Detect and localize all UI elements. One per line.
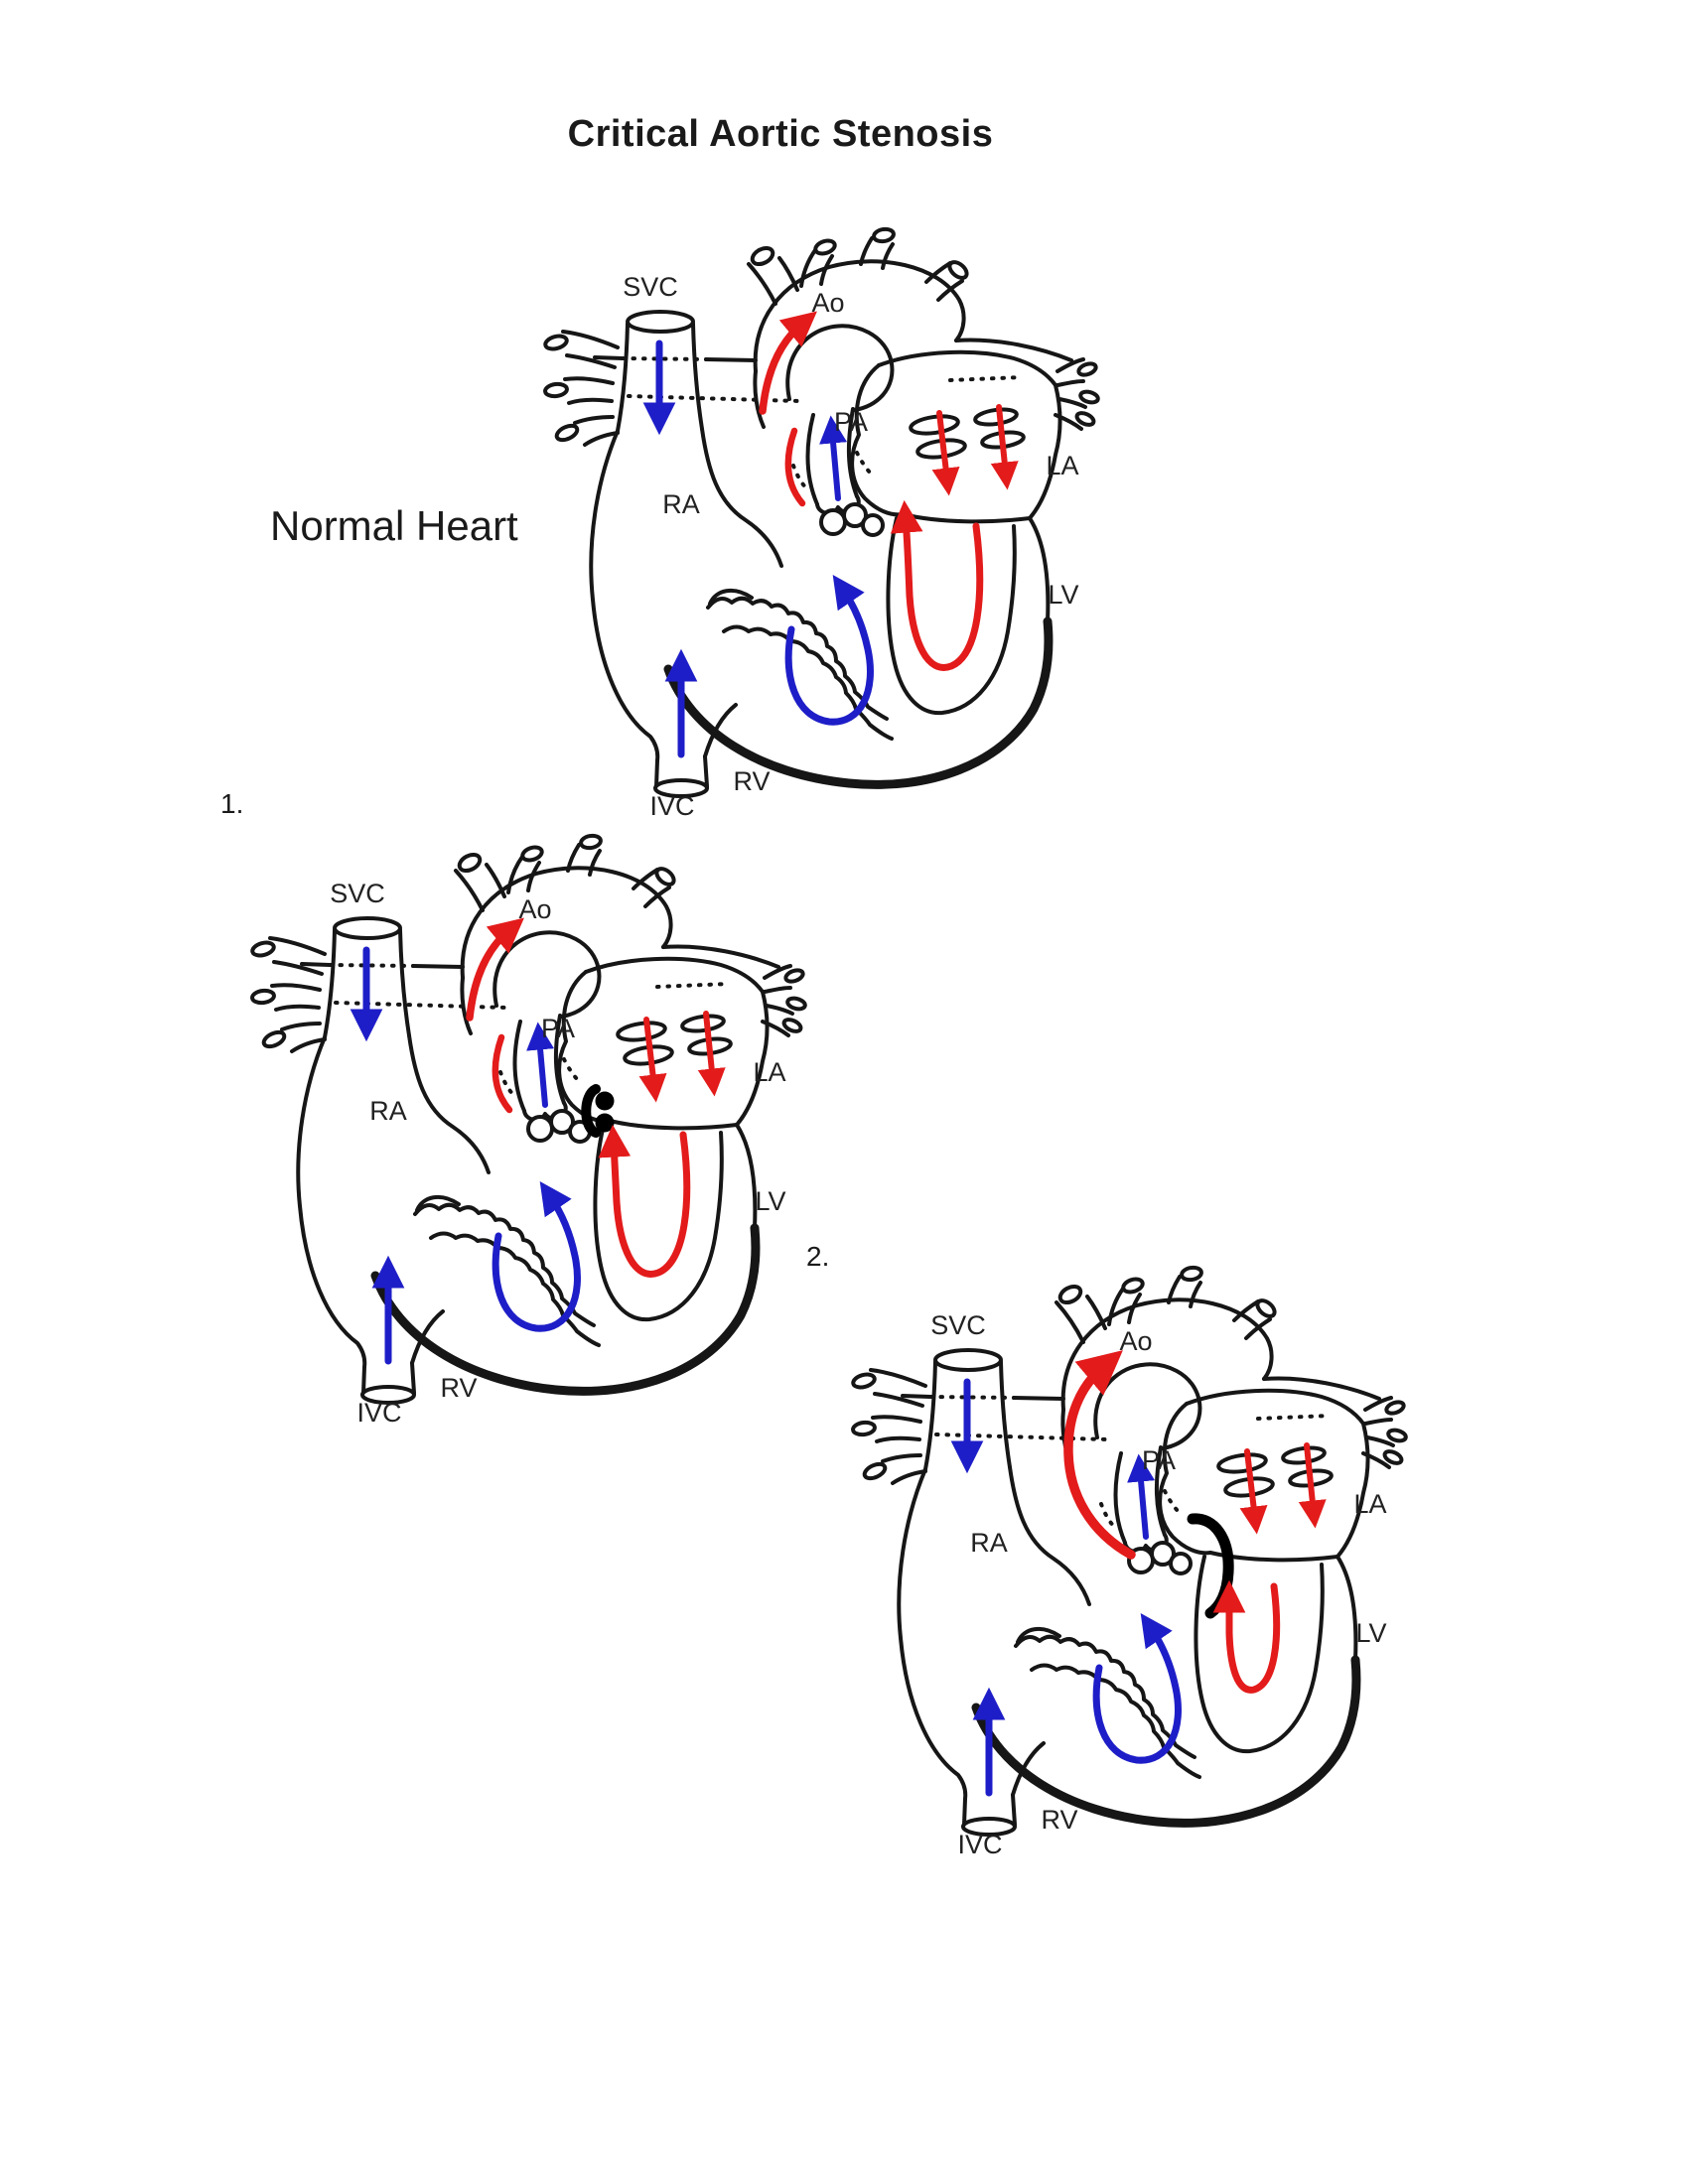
- la-label: LA: [1046, 451, 1078, 480]
- ascending-aorta-flow-arrow: [759, 311, 817, 415]
- rv-label: RV: [733, 766, 770, 796]
- page-title: Critical Aortic Stenosis: [567, 113, 994, 155]
- ductus-descending-flow-arc: [492, 1033, 513, 1114]
- stenosis-stage-2-diagram: SVC Ao PA RA LA LV RV IVC: [809, 1259, 1405, 1859]
- la-label: LA: [1353, 1489, 1386, 1519]
- retrograde-ductal-aorta-arrow: [1063, 1350, 1136, 1560]
- svc-label: SVC: [330, 879, 385, 908]
- lv-ejection-arrow: [890, 499, 984, 671]
- ra-label: RA: [970, 1528, 1008, 1558]
- la-label: LA: [753, 1057, 785, 1087]
- normal-heart-caption: Normal Heart: [270, 502, 518, 549]
- lv-small-flow-arrow: [1212, 1579, 1281, 1694]
- ascending-aorta-flow-arrow: [466, 917, 524, 1022]
- stage-1-number: 1.: [220, 788, 244, 819]
- pa-label: PA: [1142, 1445, 1176, 1475]
- flow-arrows: [967, 1382, 1314, 1793]
- ductus-descending-flow-arc: [784, 427, 806, 507]
- lv-blocked-ejection-arrow: [598, 1124, 691, 1278]
- ivc-label: IVC: [356, 1398, 401, 1428]
- ivc-label: IVC: [957, 1830, 1002, 1859]
- lv-label: LV: [1355, 1618, 1386, 1648]
- ra-label: RA: [662, 489, 700, 519]
- flow-arrows: [366, 950, 713, 1361]
- stenosis-stage-1-diagram: SVC Ao PA RA LA LV RV IVC: [209, 827, 804, 1428]
- ao-label: Ao: [518, 894, 551, 924]
- lv-label: LV: [755, 1186, 785, 1216]
- normal-heart-diagram: SVC Ao PA RA LA LV RV IVC: [501, 220, 1097, 821]
- lv-label: LV: [1048, 580, 1078, 610]
- ao-label: Ao: [811, 288, 844, 318]
- svc-label: SVC: [930, 1310, 986, 1340]
- stage-2-number: 2.: [806, 1241, 830, 1272]
- svc-label: SVC: [623, 272, 678, 302]
- rv-label: RV: [1041, 1805, 1077, 1835]
- pa-label: PA: [834, 407, 868, 437]
- flow-arrows: [659, 343, 1006, 754]
- stenotic-aortic-valve: [581, 1084, 615, 1138]
- ra-label: RA: [369, 1096, 407, 1126]
- rv-label: RV: [440, 1373, 477, 1403]
- ao-label: Ao: [1119, 1326, 1152, 1356]
- pa-label: PA: [541, 1014, 575, 1043]
- ivc-label: IVC: [649, 791, 694, 821]
